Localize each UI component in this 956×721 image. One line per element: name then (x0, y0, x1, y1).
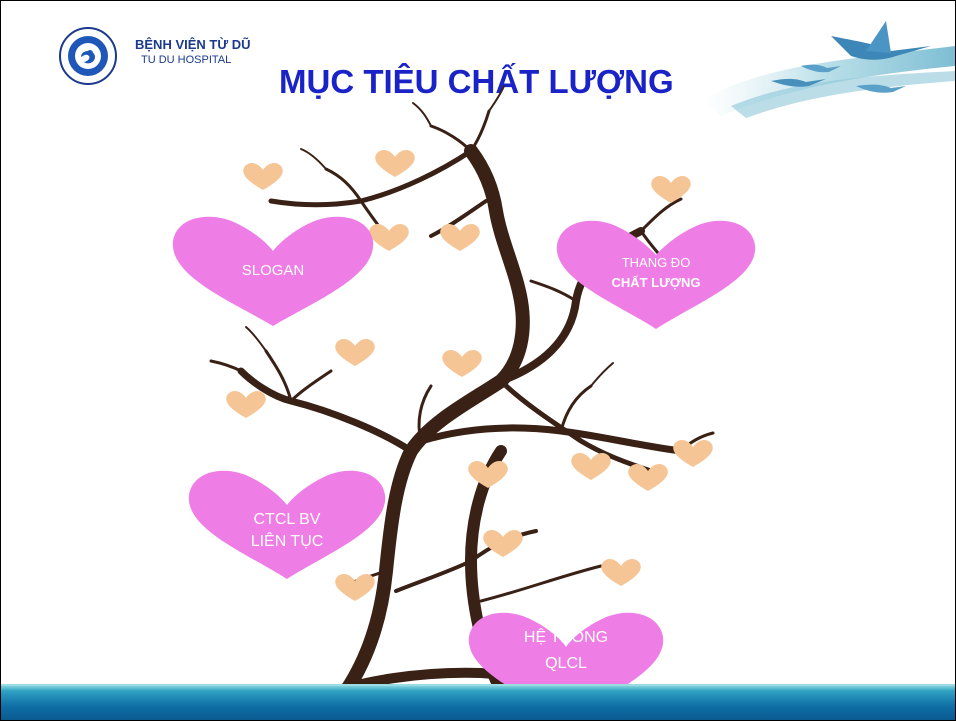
small-heart (442, 350, 482, 377)
small-heart (651, 176, 691, 203)
small-heart (375, 150, 415, 177)
small-heart (243, 163, 283, 190)
footer-divider (1, 684, 955, 686)
heart-label-ctcl: CTCL BV LIÊN TỤC (227, 509, 347, 553)
small-heart (226, 391, 266, 418)
heart-he-thong (468, 612, 664, 720)
small-heart (335, 574, 375, 601)
heart-ctcl (188, 470, 386, 579)
small-heart (483, 530, 523, 557)
slide-footer-bar (1, 686, 955, 720)
he-thong-line2: QLCL (545, 655, 587, 672)
heart-label-he-thong: HỆ THỐNG QLCL (506, 625, 626, 677)
hospital-logo (59, 27, 117, 85)
heart-label-thang-do: THANG ĐO CHẤT LƯỢNG (596, 253, 716, 293)
small-heart (440, 224, 480, 251)
slide-title: MỤC TIÊU CHẤT LƯỢNG (279, 63, 674, 100)
thang-do-line1: THANG ĐO (621, 255, 691, 270)
small-heart (468, 461, 508, 488)
ctcl-line1: CTCL BV (253, 511, 321, 528)
small-heart (571, 453, 611, 480)
ctcl-line2: LIÊN TỤC (250, 533, 324, 550)
small-hearts (226, 150, 713, 601)
slide-header: BỆNH VIỆN TỪ DŨ TU DU HOSPITAL MỤC TIÊU … (1, 1, 955, 126)
tree-trunk (209, 85, 715, 701)
heart-thang-do (556, 220, 756, 329)
heart-label-slogan: SLOGAN (213, 261, 333, 281)
small-heart (369, 224, 409, 251)
small-heart (628, 464, 668, 491)
birds-decoration (701, 21, 955, 118)
small-heart (335, 339, 375, 366)
small-heart (601, 559, 641, 586)
hospital-name-en: TU DU HOSPITAL (141, 54, 232, 66)
thang-do-line2: CHẤT LƯỢNG (611, 275, 701, 290)
heart-slogan (172, 216, 374, 326)
small-heart (673, 440, 713, 467)
hospital-name: BỆNH VIỆN TỪ DŨ (135, 37, 251, 52)
he-thong-line1: HỆ THỐNG (523, 629, 609, 646)
slogan-text: SLOGAN (241, 262, 305, 279)
big-hearts (172, 216, 756, 720)
